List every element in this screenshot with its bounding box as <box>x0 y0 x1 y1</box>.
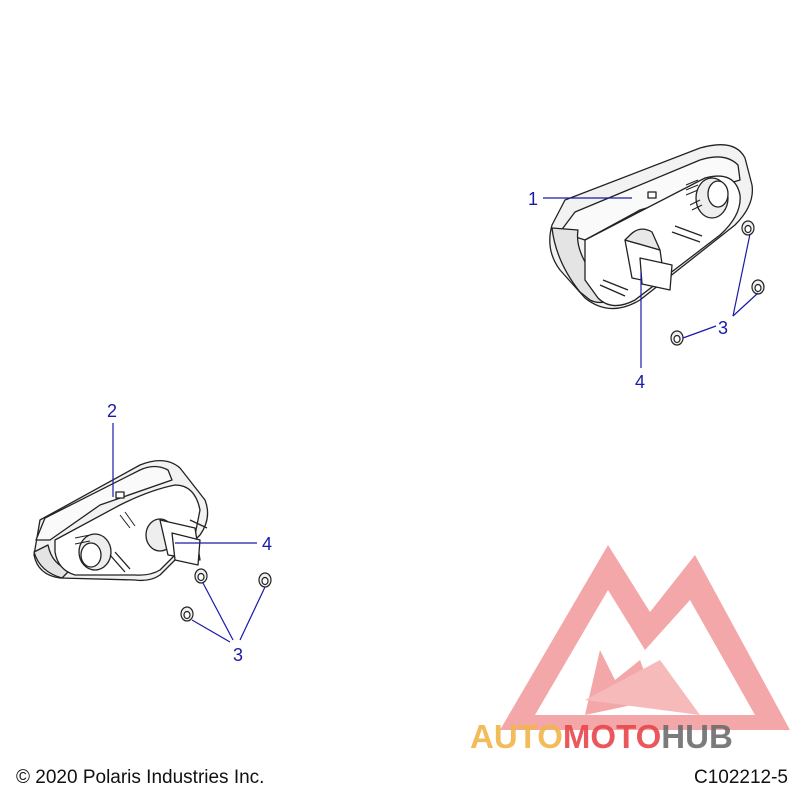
callout-4-right: 4 <box>635 372 645 392</box>
leader-line-3-left-c <box>191 619 231 643</box>
callout-3-left: 3 <box>233 645 243 665</box>
nut-group-left <box>180 568 272 622</box>
copyright-text: © 2020 Polaris Industries Inc. <box>16 767 265 788</box>
callout-3-right: 3 <box>718 318 728 338</box>
nut <box>194 568 208 584</box>
tail-light-assembly-left <box>33 460 209 582</box>
leader-line-3-left-b <box>239 586 266 641</box>
leader-line-3-right-c <box>682 325 717 339</box>
callout-2: 2 <box>107 401 117 421</box>
callout-1: 1 <box>528 189 538 209</box>
leader-line-3-right-a <box>732 233 751 317</box>
nut <box>180 606 194 622</box>
nut-group-right <box>670 220 765 346</box>
nut <box>751 279 765 295</box>
nut <box>741 220 755 236</box>
watermark-logo <box>500 545 790 730</box>
diagram-code: C102212-5 <box>693 767 788 788</box>
watermark-text: AUTOMOTOHUB <box>470 718 733 755</box>
nut <box>258 572 272 588</box>
nut <box>670 330 684 346</box>
leader-lines <box>112 197 759 643</box>
leader-line-3-left-a <box>202 582 234 641</box>
callout-4-left: 4 <box>262 534 272 554</box>
leader-line-3-right-b <box>732 292 759 317</box>
tail-light-assembly-right <box>549 144 754 310</box>
